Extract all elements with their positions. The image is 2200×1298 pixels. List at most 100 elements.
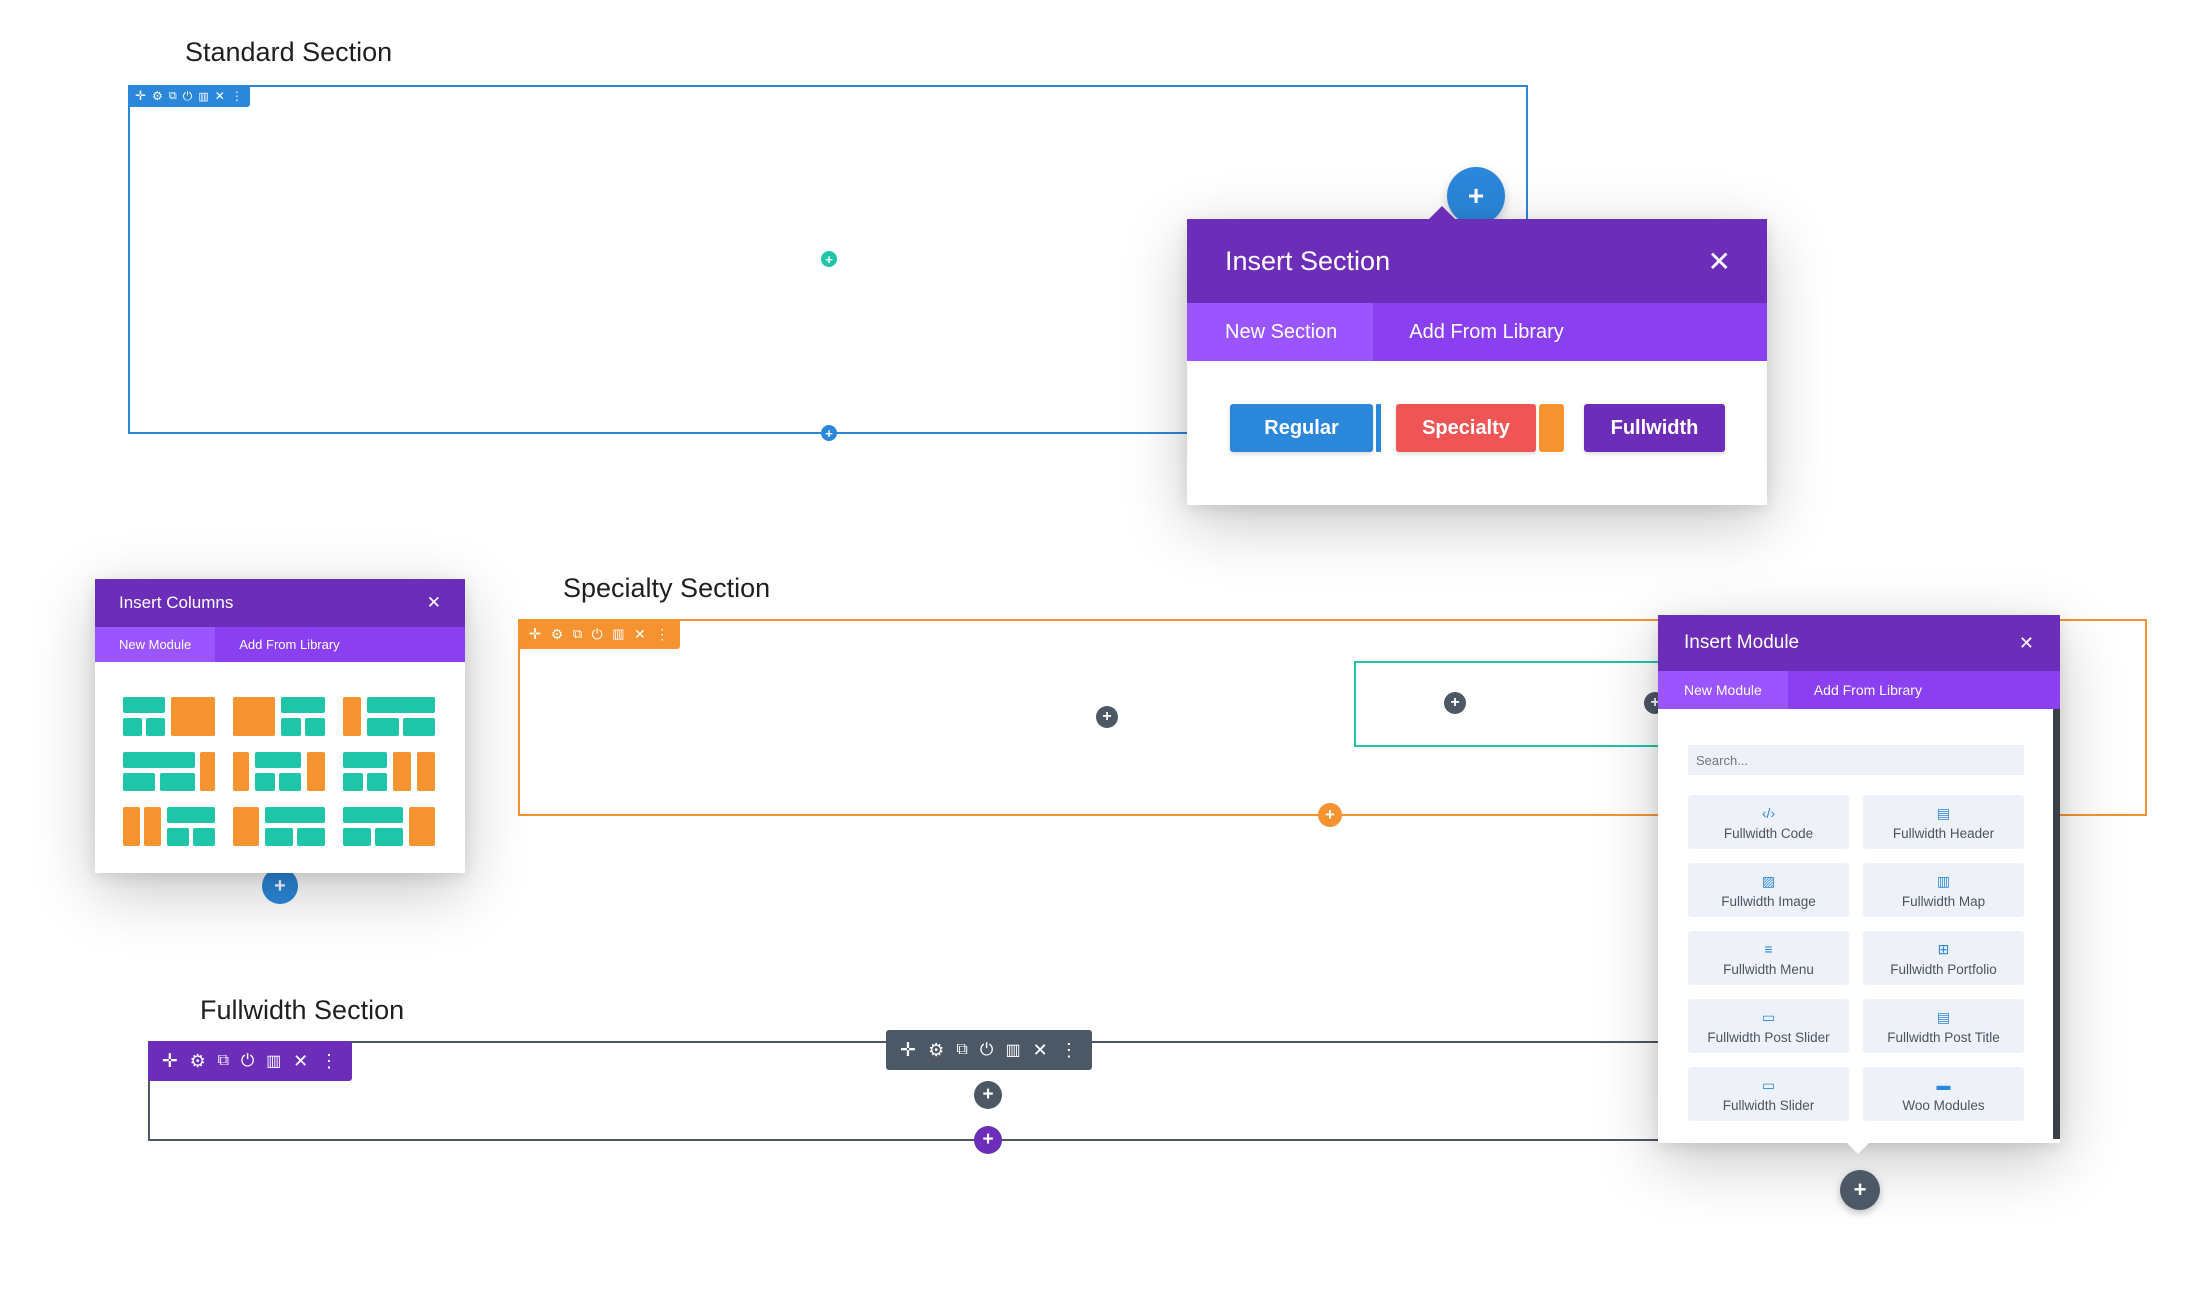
fullwidth-section-title: Fullwidth Section bbox=[200, 995, 405, 1025]
column-layout-option[interactable] bbox=[123, 807, 215, 847]
standard-section-title: Standard Section bbox=[185, 37, 393, 67]
insert-section-tabs: New Section Add From Library bbox=[1187, 303, 1767, 361]
tab-new-section[interactable]: New Section bbox=[1187, 303, 1374, 361]
add-row-button[interactable]: + bbox=[821, 251, 837, 267]
close-icon[interactable]: ✕ bbox=[1707, 245, 1731, 277]
close-icon[interactable]: ✕ bbox=[1032, 1039, 1048, 1060]
power-icon[interactable]: ⏻ bbox=[240, 1051, 255, 1070]
specialty-button[interactable]: Specialty bbox=[1396, 404, 1536, 452]
specialty-section-title: Specialty Section bbox=[563, 573, 771, 603]
standard-section-toolbar[interactable]: ✛ ⚙ ⧉ ⏻ ▥ ✕ ⋮ bbox=[128, 85, 250, 107]
gear-icon[interactable]: ⚙ bbox=[928, 1039, 945, 1060]
column-layout-option[interactable] bbox=[343, 697, 435, 737]
trash-icon[interactable]: ▥ bbox=[266, 1053, 282, 1070]
add-module-button[interactable]: + bbox=[974, 1081, 1002, 1109]
module-fullwidth-post-slider[interactable]: ▭ Fullwidth Post Slider bbox=[1688, 999, 1849, 1053]
module-woo-modules[interactable]: ▬ Woo Modules bbox=[1863, 1067, 2024, 1121]
power-icon[interactable]: ⏻ bbox=[182, 88, 193, 103]
trash-icon[interactable]: ▥ bbox=[198, 90, 209, 103]
menu-icon: ≡ bbox=[1764, 940, 1773, 957]
power-icon[interactable]: ⏻ bbox=[979, 1040, 994, 1059]
post-title-icon: ▤ bbox=[1936, 1008, 1951, 1025]
module-fullwidth-image[interactable]: ▨ Fullwidth Image bbox=[1688, 863, 1849, 917]
column-layout-option[interactable] bbox=[233, 807, 325, 847]
gear-icon[interactable]: ⚙ bbox=[550, 625, 564, 642]
insert-columns-panel: Insert Columns ✕ New Module Add From Lib… bbox=[95, 579, 465, 873]
close-icon[interactable]: ✕ bbox=[293, 1050, 309, 1071]
trash-icon[interactable]: ▥ bbox=[1005, 1042, 1021, 1059]
add-section-button[interactable]: + bbox=[1447, 167, 1505, 225]
regular-button[interactable]: Regular bbox=[1230, 404, 1373, 452]
duplicate-icon[interactable]: ⧉ bbox=[956, 1041, 968, 1058]
more-icon[interactable]: ⋮ bbox=[1059, 1039, 1078, 1060]
module-fullwidth-header[interactable]: ▤ Fullwidth Header bbox=[1863, 795, 2024, 849]
insert-section-panel: Insert Section ✕ New Section Add From Li… bbox=[1187, 206, 1767, 505]
move-icon[interactable]: ✛ bbox=[161, 1050, 178, 1072]
gear-icon[interactable]: ⚙ bbox=[189, 1050, 206, 1071]
column-layout-option[interactable] bbox=[123, 752, 215, 792]
slider-icon: ▭ bbox=[1761, 1076, 1776, 1093]
close-icon[interactable]: ✕ bbox=[214, 89, 225, 103]
column-layout-option[interactable] bbox=[343, 807, 435, 847]
move-icon[interactable]: ✛ bbox=[135, 88, 146, 103]
gear-icon[interactable]: ⚙ bbox=[152, 89, 163, 103]
add-module-button[interactable]: + bbox=[1096, 706, 1118, 728]
add-module-button[interactable]: + bbox=[1840, 1170, 1880, 1210]
module-search-input[interactable] bbox=[1688, 745, 2024, 775]
power-icon[interactable]: ⏻ bbox=[591, 625, 603, 642]
map-icon: ▥ bbox=[1936, 872, 1951, 889]
column-layout-option[interactable] bbox=[233, 697, 325, 737]
move-icon[interactable]: ✛ bbox=[900, 1039, 916, 1061]
column-layout-option[interactable] bbox=[123, 697, 215, 737]
tab-add-from-library[interactable]: Add From Library bbox=[1813, 682, 1922, 698]
panel-pointer bbox=[1847, 1143, 1869, 1154]
insert-section-title: Insert Section bbox=[1225, 245, 1391, 276]
insert-section-header: Insert Section ✕ bbox=[1187, 219, 1767, 303]
specialty-section-toolbar[interactable]: ✛ ⚙ ⧉ ⏻ ▥ ✕ ⋮ bbox=[518, 619, 680, 649]
column-layout-option[interactable] bbox=[343, 752, 435, 792]
insert-module-header: Insert Module ✕ bbox=[1658, 615, 2060, 671]
image-icon: ▨ bbox=[1761, 872, 1776, 889]
add-section-below-button[interactable]: + bbox=[974, 1126, 1002, 1154]
tab-new-module[interactable]: New Module bbox=[1658, 671, 1788, 709]
tab-new-module[interactable]: New Module bbox=[95, 627, 216, 662]
tab-add-from-library[interactable]: Add From Library bbox=[239, 637, 340, 652]
add-module-button[interactable]: + bbox=[1444, 692, 1466, 714]
insert-columns-tabs: New Module Add From Library bbox=[95, 627, 465, 662]
insert-columns-header: Insert Columns ✕ bbox=[95, 579, 465, 627]
more-icon[interactable]: ⋮ bbox=[230, 89, 243, 103]
add-section-below-button[interactable]: + bbox=[1318, 803, 1342, 827]
module-fullwidth-map[interactable]: ▥ Fullwidth Map bbox=[1863, 863, 2024, 917]
add-section-below-button[interactable]: + bbox=[821, 425, 837, 441]
close-icon[interactable]: ✕ bbox=[633, 625, 646, 642]
module-fullwidth-menu[interactable]: ≡ Fullwidth Menu bbox=[1688, 931, 1849, 985]
fullwidth-button[interactable]: Fullwidth bbox=[1584, 404, 1725, 452]
scrollbar[interactable] bbox=[2053, 709, 2060, 1139]
close-icon[interactable]: ✕ bbox=[426, 593, 441, 612]
module-fullwidth-portfolio[interactable]: ⊞ Fullwidth Portfolio bbox=[1863, 931, 2024, 985]
insert-module-panel: Insert Module ✕ New Module Add From Libr… bbox=[1658, 615, 2060, 1154]
more-icon[interactable]: ⋮ bbox=[655, 625, 670, 642]
module-toolbar[interactable]: ✛ ⚙ ⧉ ⏻ ▥ ✕ ⋮ bbox=[886, 1030, 1092, 1070]
specialty-inner-column[interactable] bbox=[1354, 661, 1674, 747]
duplicate-icon[interactable]: ⧉ bbox=[168, 89, 177, 102]
column-layout-option[interactable] bbox=[233, 752, 325, 792]
module-fullwidth-post-title[interactable]: ▤ Fullwidth Post Title bbox=[1863, 999, 2024, 1053]
tab-add-from-library[interactable]: Add From Library bbox=[1409, 320, 1564, 343]
more-icon[interactable]: ⋮ bbox=[320, 1050, 339, 1071]
fullwidth-section-toolbar[interactable]: ✛ ⚙ ⧉ ⏻ ▥ ✕ ⋮ bbox=[148, 1041, 352, 1081]
duplicate-icon[interactable]: ⧉ bbox=[572, 626, 583, 641]
add-row-button[interactable]: + bbox=[262, 868, 298, 904]
module-fullwidth-slider[interactable]: ▭ Fullwidth Slider bbox=[1688, 1067, 1849, 1121]
insert-columns-title: Insert Columns bbox=[119, 593, 234, 612]
module-fullwidth-code[interactable]: ‹/› Fullwidth Code bbox=[1688, 795, 1849, 849]
move-icon[interactable]: ✛ bbox=[528, 626, 542, 643]
portfolio-icon: ⊞ bbox=[1937, 940, 1950, 957]
duplicate-icon[interactable]: ⧉ bbox=[217, 1052, 230, 1069]
header-icon: ▤ bbox=[1936, 804, 1951, 821]
code-icon: ‹/› bbox=[1761, 804, 1776, 821]
trash-icon[interactable]: ▥ bbox=[612, 626, 625, 641]
insert-module-tabs: New Module Add From Library bbox=[1658, 671, 2060, 709]
woo-icon: ▬ bbox=[1936, 1076, 1951, 1093]
close-icon[interactable]: ✕ bbox=[2018, 632, 2034, 653]
